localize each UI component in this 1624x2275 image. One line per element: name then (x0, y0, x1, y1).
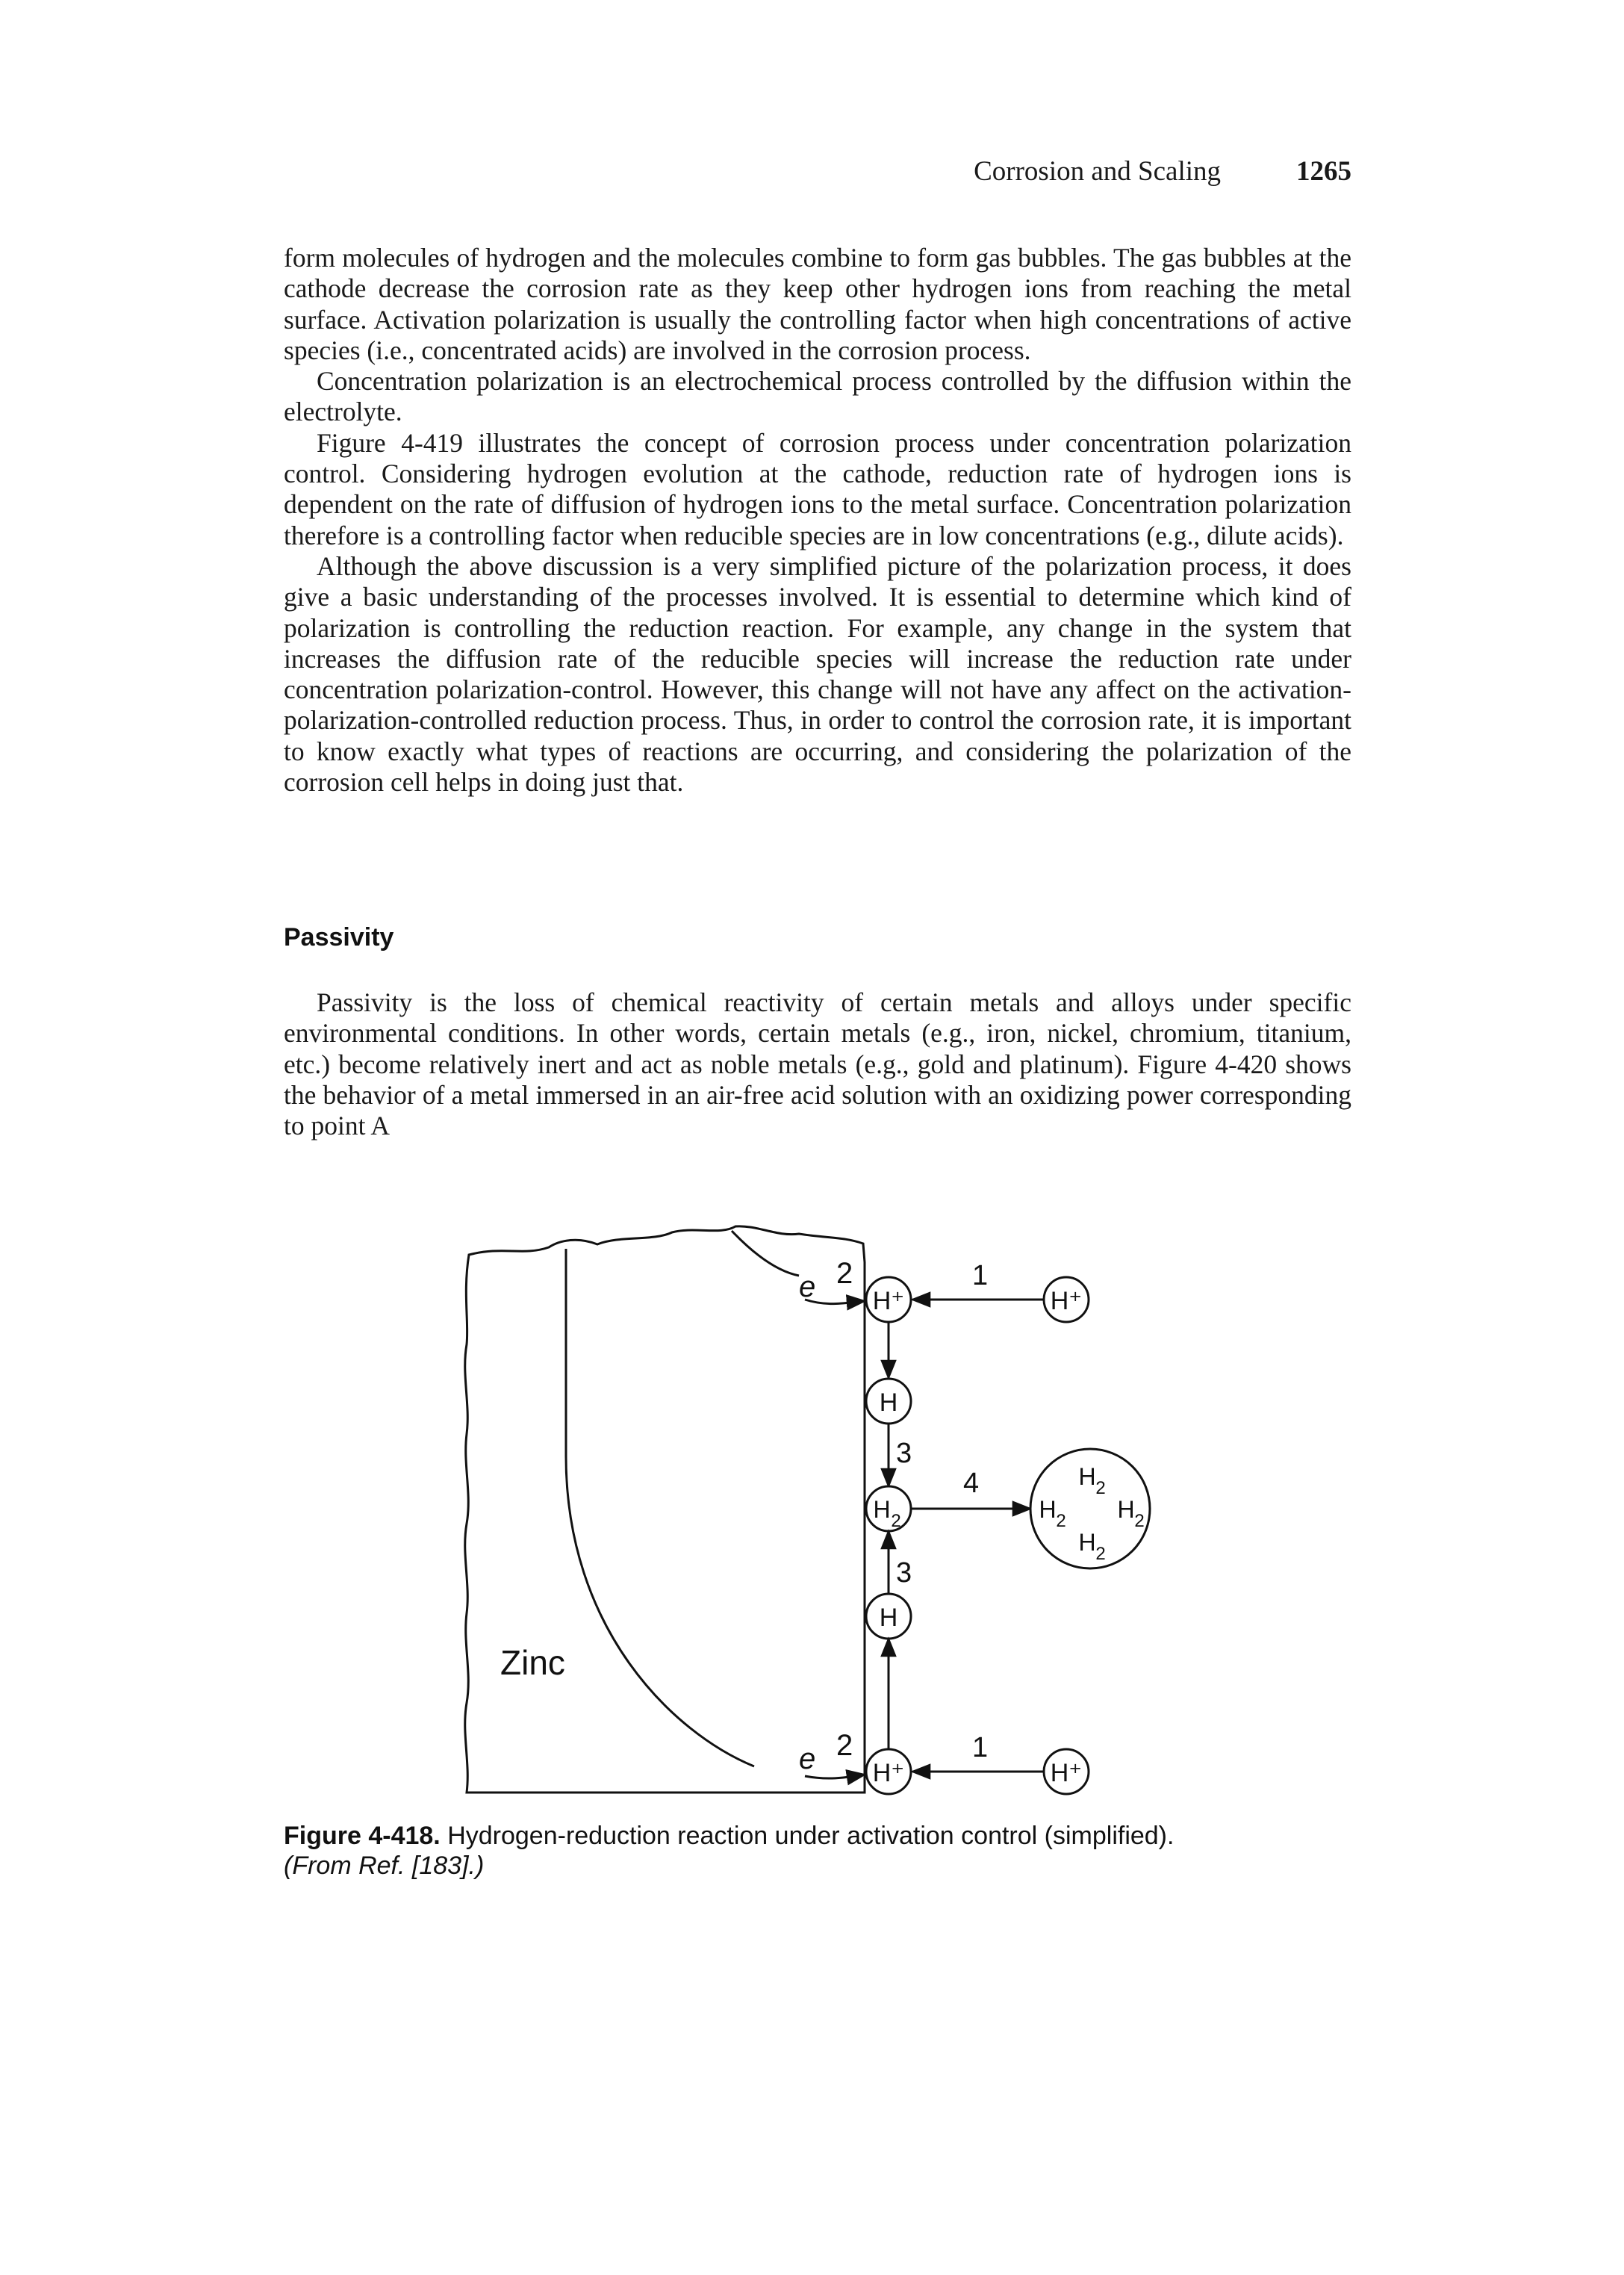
svg-text:2: 2 (1095, 1478, 1105, 1498)
section-heading: Passivity (284, 923, 394, 952)
metal-outline (464, 1225, 866, 1794)
electron-arrow-bottom (804, 1769, 867, 1786)
paragraph: form molecules of hydrogen and the molec… (284, 243, 1351, 365)
zinc-label: Zinc (500, 1643, 565, 1682)
grain-boundary-line-upper (730, 1229, 800, 1277)
electron-label-top: e (799, 1270, 815, 1303)
svg-text:H: H (873, 1496, 890, 1523)
svg-text:H: H (1078, 1529, 1095, 1556)
h-atom-top: H (865, 1377, 912, 1425)
h-atom-bottom: H (865, 1592, 912, 1640)
running-header: Corrosion and Scaling 1265 (284, 155, 1351, 188)
h2-molecule-surface: H 2 (865, 1485, 912, 1533)
figure-caption: Figure 4-418. Hydrogen-reduction reactio… (284, 1821, 1351, 1881)
svg-text:H: H (1078, 1463, 1095, 1490)
svg-text:H: H (1117, 1496, 1134, 1523)
h-ion-solution-bottom: H⁺ (1042, 1748, 1090, 1796)
h-ion-surface-top: H⁺ (865, 1276, 912, 1323)
step-label-3-lower: 3 (896, 1557, 912, 1589)
svg-text:H⁺: H⁺ (1051, 1287, 1083, 1315)
paragraph: Figure 4-419 illustrates the concept of … (284, 427, 1351, 550)
svg-text:H: H (1039, 1496, 1056, 1523)
electron-arrow-top (804, 1294, 867, 1311)
caption-text: Hydrogen-reduction reaction under activa… (447, 1822, 1175, 1850)
svg-text:H⁺: H⁺ (873, 1759, 905, 1787)
h-ion-surface-bottom: H⁺ (865, 1748, 912, 1796)
svg-text:2: 2 (1056, 1511, 1065, 1531)
header-section-title: Corrosion and Scaling (974, 156, 1221, 187)
gas-bubble: H 2 H 2 H 2 H 2 (1029, 1447, 1151, 1570)
caption-source: (From Ref. [183].) (284, 1852, 485, 1880)
paragraph: Passivity is the loss of chemical reacti… (284, 987, 1351, 1141)
step-label-4: 4 (963, 1468, 979, 1499)
step-label-1-bottom: 1 (972, 1732, 988, 1763)
svg-text:2: 2 (891, 1511, 900, 1531)
electron-label-bottom: e (799, 1742, 815, 1775)
h-ion-solution-top: H⁺ (1042, 1276, 1090, 1323)
svg-text:H⁺: H⁺ (1051, 1759, 1083, 1787)
svg-text:2: 2 (1095, 1544, 1105, 1564)
step-label-2-bottom: 2 (836, 1729, 853, 1762)
step-label-2-top: 2 (836, 1257, 853, 1290)
svg-text:H: H (880, 1388, 898, 1417)
body-text-bottom: Passivity is the loss of chemical reacti… (284, 987, 1351, 1141)
caption-label: Figure 4-418. (284, 1822, 441, 1850)
svg-text:H⁺: H⁺ (873, 1287, 905, 1315)
paragraph: Concentration polarization is an electro… (284, 366, 1351, 427)
figure-diagram: Zinc e 2 e 2 H⁺ H⁺ 1 H 3 (464, 1225, 1151, 1796)
body-text-top: form molecules of hydrogen and the molec… (284, 243, 1351, 798)
grain-boundary-line (564, 1249, 755, 1768)
svg-text:H: H (880, 1604, 898, 1632)
figure-hydrogen-reduction: Zinc e 2 e 2 H⁺ H⁺ 1 H 3 (448, 1210, 1165, 1800)
step-label-3-upper: 3 (896, 1438, 912, 1469)
svg-text:2: 2 (1134, 1511, 1144, 1531)
paragraph: Although the above discussion is a very … (284, 550, 1351, 798)
page-number: 1265 (1296, 156, 1351, 187)
step-label-1-top: 1 (972, 1260, 988, 1291)
